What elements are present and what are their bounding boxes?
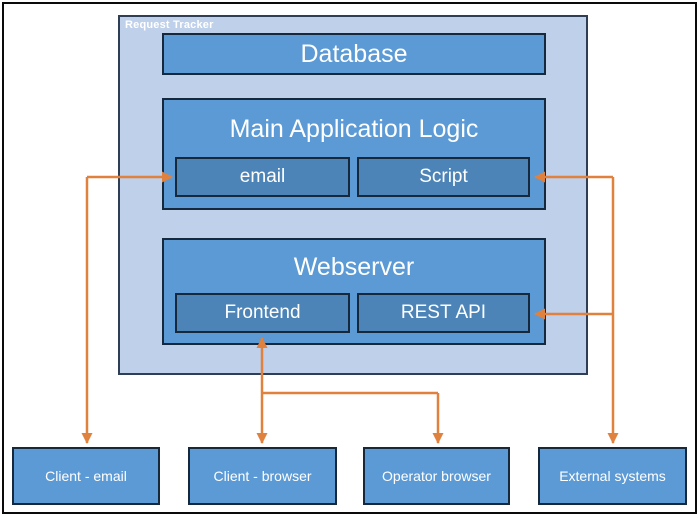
- client-browser-label: Client - browser: [213, 468, 312, 484]
- database-label: Database: [300, 39, 408, 68]
- client-email-label: Client - email: [45, 468, 127, 484]
- operator-browser-label: Operator browser: [382, 468, 491, 484]
- operator-browser-box: Operator browser: [363, 447, 510, 505]
- webserver-subrow: Frontend REST API: [175, 293, 530, 333]
- frontend-box: Frontend: [175, 293, 350, 333]
- client-browser-box: Client - browser: [188, 447, 337, 505]
- rest-api-label: REST API: [400, 302, 487, 323]
- main-application-logic-subrow: email Script: [175, 157, 530, 197]
- request-tracker-container: Request Tracker Database Main Applicatio…: [118, 15, 588, 375]
- external-systems-box: External systems: [538, 447, 687, 505]
- script-box: Script: [357, 157, 530, 197]
- frontend-label: Frontend: [224, 302, 301, 323]
- script-label: Script: [419, 166, 468, 187]
- main-application-logic-box: Main Application Logic email Script: [162, 98, 546, 210]
- request-tracker-label: Request Tracker: [125, 19, 214, 31]
- client-email-box: Client - email: [12, 447, 160, 505]
- database-box: Database: [162, 33, 546, 75]
- webserver-label: Webserver: [293, 253, 415, 281]
- main-application-logic-label: Main Application Logic: [229, 115, 479, 143]
- rest-api-box: REST API: [357, 293, 530, 333]
- email-box: email: [175, 157, 350, 197]
- webserver-box: Webserver Frontend REST API: [162, 238, 546, 345]
- email-label: email: [239, 166, 286, 187]
- external-systems-label: External systems: [559, 468, 666, 484]
